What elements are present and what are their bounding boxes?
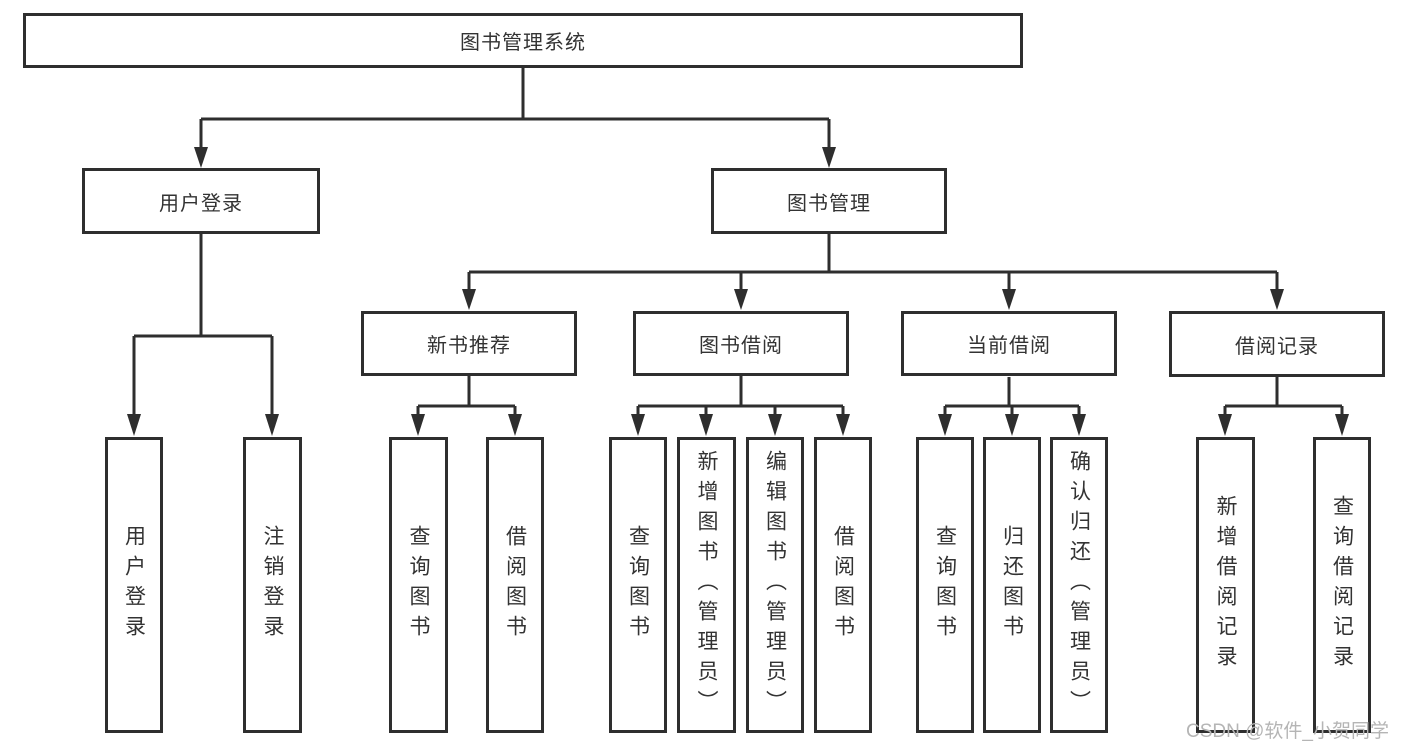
arrow-down-icon	[1005, 414, 1019, 436]
node-borrow-record: 借阅记录	[1169, 311, 1385, 377]
node-label: 用户登录	[159, 192, 243, 215]
node-label: 归还图书	[1000, 525, 1024, 645]
arrow-down-icon	[1072, 414, 1086, 436]
leaf-query-borrow-record: 查询借阅记录	[1313, 437, 1371, 733]
leaf-add-borrow-record: 新增借阅记录	[1196, 437, 1255, 733]
node-label: 查询图书	[933, 525, 957, 645]
node-label: 新书推荐	[427, 335, 511, 357]
arrow-down-icon	[127, 414, 141, 436]
arrow-down-icon	[194, 147, 208, 168]
node-label: 图书管理系统	[460, 32, 586, 54]
node-label: 确认归还（管理员）	[1067, 450, 1091, 720]
arrow-down-icon	[1335, 414, 1349, 436]
node-label: 当前借阅	[967, 335, 1051, 357]
leaf-user-login: 用户登录	[105, 437, 163, 733]
node-current-borrow: 当前借阅	[901, 311, 1117, 376]
arrow-down-icon	[822, 147, 836, 168]
node-label: 注销登录	[261, 525, 284, 645]
node-label: 图书管理	[787, 192, 871, 215]
arrow-down-icon	[462, 289, 476, 310]
leaf-query-books-borrow: 查询图书	[609, 437, 667, 733]
node-label: 查询图书	[626, 525, 650, 645]
arrow-down-icon	[699, 414, 713, 436]
arrow-down-icon	[938, 414, 952, 436]
node-label: 编辑图书（管理员）	[763, 450, 787, 720]
node-label: 新增图书（管理员）	[695, 450, 718, 720]
csdn-watermark: CSDN @软件_小贺同学	[1186, 721, 1389, 742]
node-user-login: 用户登录	[82, 168, 320, 234]
leaf-logout: 注销登录	[243, 437, 302, 733]
node-label: 查询图书	[407, 525, 430, 645]
node-root-system: 图书管理系统	[23, 13, 1023, 68]
node-label: 查询借阅记录	[1330, 495, 1354, 675]
arrow-down-icon	[411, 414, 425, 436]
node-label: 图书借阅	[699, 335, 783, 357]
node-label: 借阅图书	[831, 525, 855, 645]
leaf-borrow-books-recommend: 借阅图书	[486, 437, 544, 733]
leaf-query-books-recommend: 查询图书	[389, 437, 448, 733]
leaf-edit-books-admin: 编辑图书（管理员）	[746, 437, 804, 733]
arrow-down-icon	[836, 414, 850, 436]
node-book-borrow: 图书借阅	[633, 311, 849, 376]
arrow-down-icon	[768, 414, 782, 436]
arrow-down-icon	[1270, 289, 1284, 310]
node-new-book-recommend: 新书推荐	[361, 311, 577, 376]
arrow-down-icon	[508, 414, 522, 436]
node-book-management: 图书管理	[711, 168, 947, 234]
arrow-down-icon	[631, 414, 645, 436]
node-label: 新增借阅记录	[1214, 495, 1237, 675]
arrow-down-icon	[1218, 414, 1232, 436]
leaf-return-books: 归还图书	[983, 437, 1041, 733]
arrow-down-icon	[1002, 289, 1016, 310]
arrow-down-icon	[265, 414, 279, 436]
leaf-confirm-return-admin: 确认归还（管理员）	[1050, 437, 1108, 733]
node-label: 借阅记录	[1235, 335, 1319, 358]
arrow-down-icon	[734, 289, 748, 310]
node-label: 借阅图书	[503, 525, 527, 645]
leaf-add-books-admin: 新增图书（管理员）	[677, 437, 736, 733]
leaf-query-books-current: 查询图书	[916, 437, 974, 733]
leaf-borrow-books: 借阅图书	[814, 437, 872, 733]
node-label: 用户登录	[122, 525, 146, 645]
